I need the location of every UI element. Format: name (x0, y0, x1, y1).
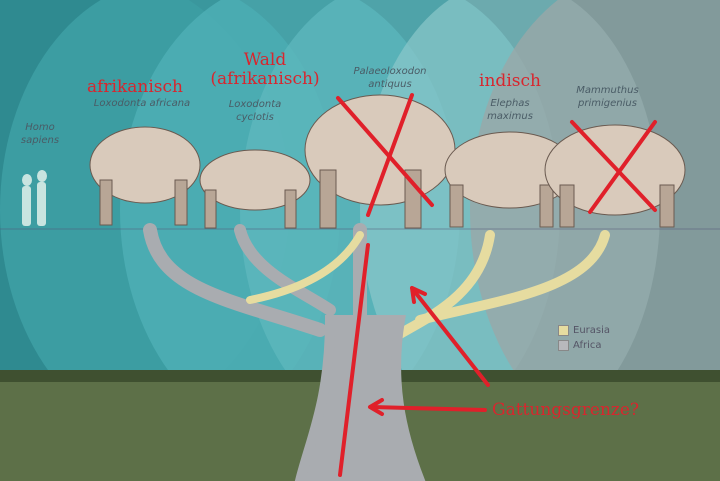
legend-label: Eurasia (573, 325, 611, 336)
label-loxodonta-africana: Loxodonta africana (93, 98, 191, 109)
arrow-to-branch (413, 290, 490, 387)
homo-sapiens-figures (22, 170, 47, 226)
elephants (89, 94, 686, 229)
genus-boundary-line (338, 243, 370, 477)
africa-swatch (558, 340, 569, 351)
label-wald-afrikanisch: Wald(afrikanisch) (210, 50, 320, 89)
legend-africa: Africa (558, 340, 602, 351)
legend-label: Africa (573, 340, 602, 351)
label-indisch: indisch (479, 71, 541, 91)
red-annotations (336, 93, 657, 477)
eurasia-swatch (558, 325, 569, 336)
cross-out-palaeoloxodon (336, 96, 434, 207)
legend-eurasia: Eurasia (558, 325, 610, 336)
phylogenetic-tree (143, 223, 610, 481)
label-afrikanisch: afrikanisch (86, 77, 183, 97)
arrow-to-trunk (370, 405, 487, 412)
habitat-circles (0, 0, 720, 450)
cross-out-mammuthus (570, 120, 657, 212)
annotation-gattungsgrenze: Gattungsgrenze? (492, 400, 640, 420)
